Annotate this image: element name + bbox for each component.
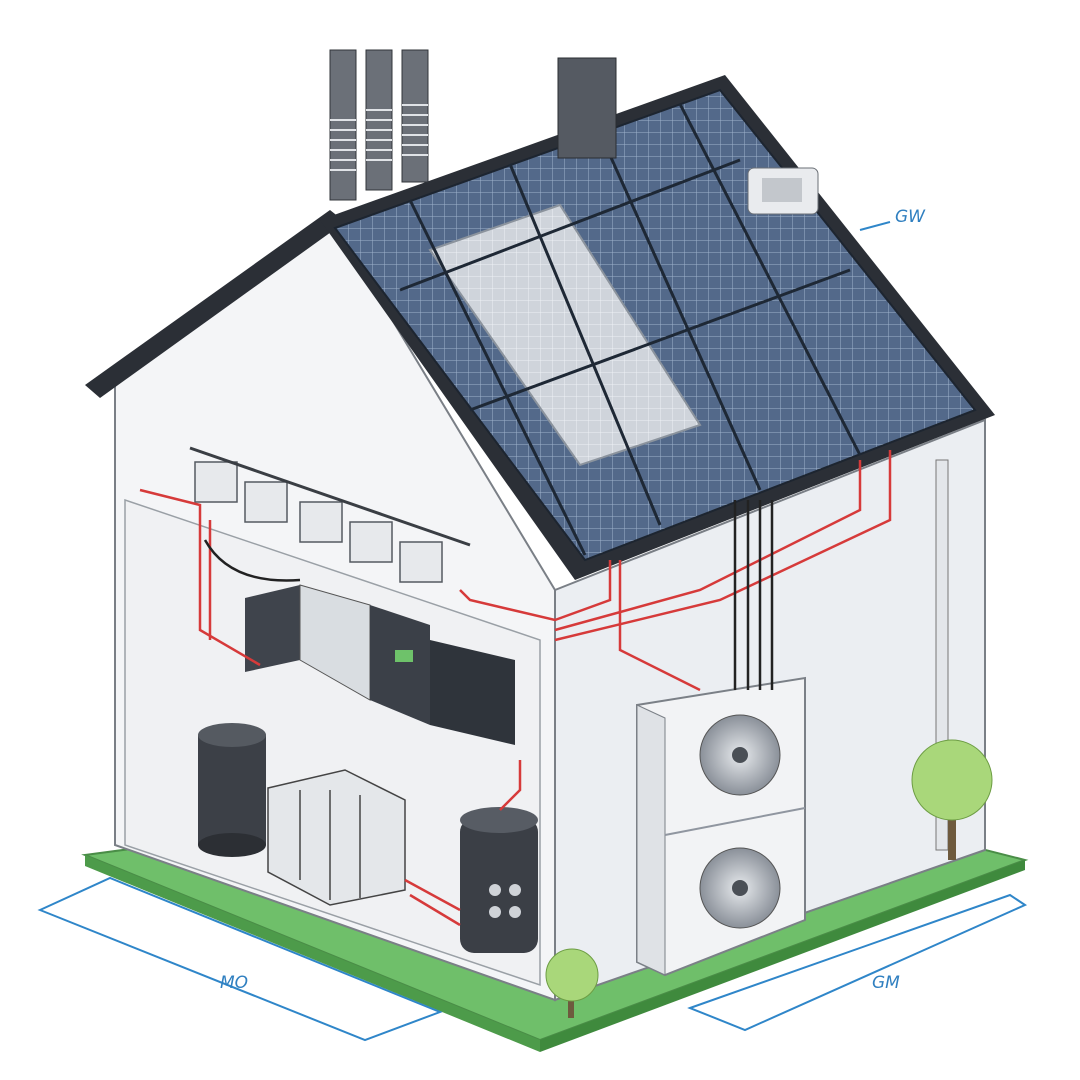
roof-dimension-label: GW [895,207,926,227]
upper-rail [189,446,471,547]
chimney-icon [329,49,617,201]
dimension-lines [37,221,1028,1042]
left-dimension-label: MO [220,973,248,993]
tank-icon [198,723,266,857]
interior-cutaway [124,498,541,987]
lawn-edge [85,855,540,1052]
solar-panel-grid [399,103,862,556]
tree-icon [545,739,993,1018]
heat-pump-unit [636,676,806,977]
roof-vent-icon [747,167,819,215]
red-wiring [139,450,892,927]
inverter-icon [194,461,443,583]
water-heater-icon [460,807,538,953]
right-dimension-label: GM [872,973,900,993]
solar-center-panel [428,203,702,467]
black-wiring [203,500,774,690]
lawn-edge-right [540,860,1025,1052]
battery-icon [245,584,515,745]
left-roof-edge [85,210,345,398]
storage-unit-icon [267,769,406,906]
